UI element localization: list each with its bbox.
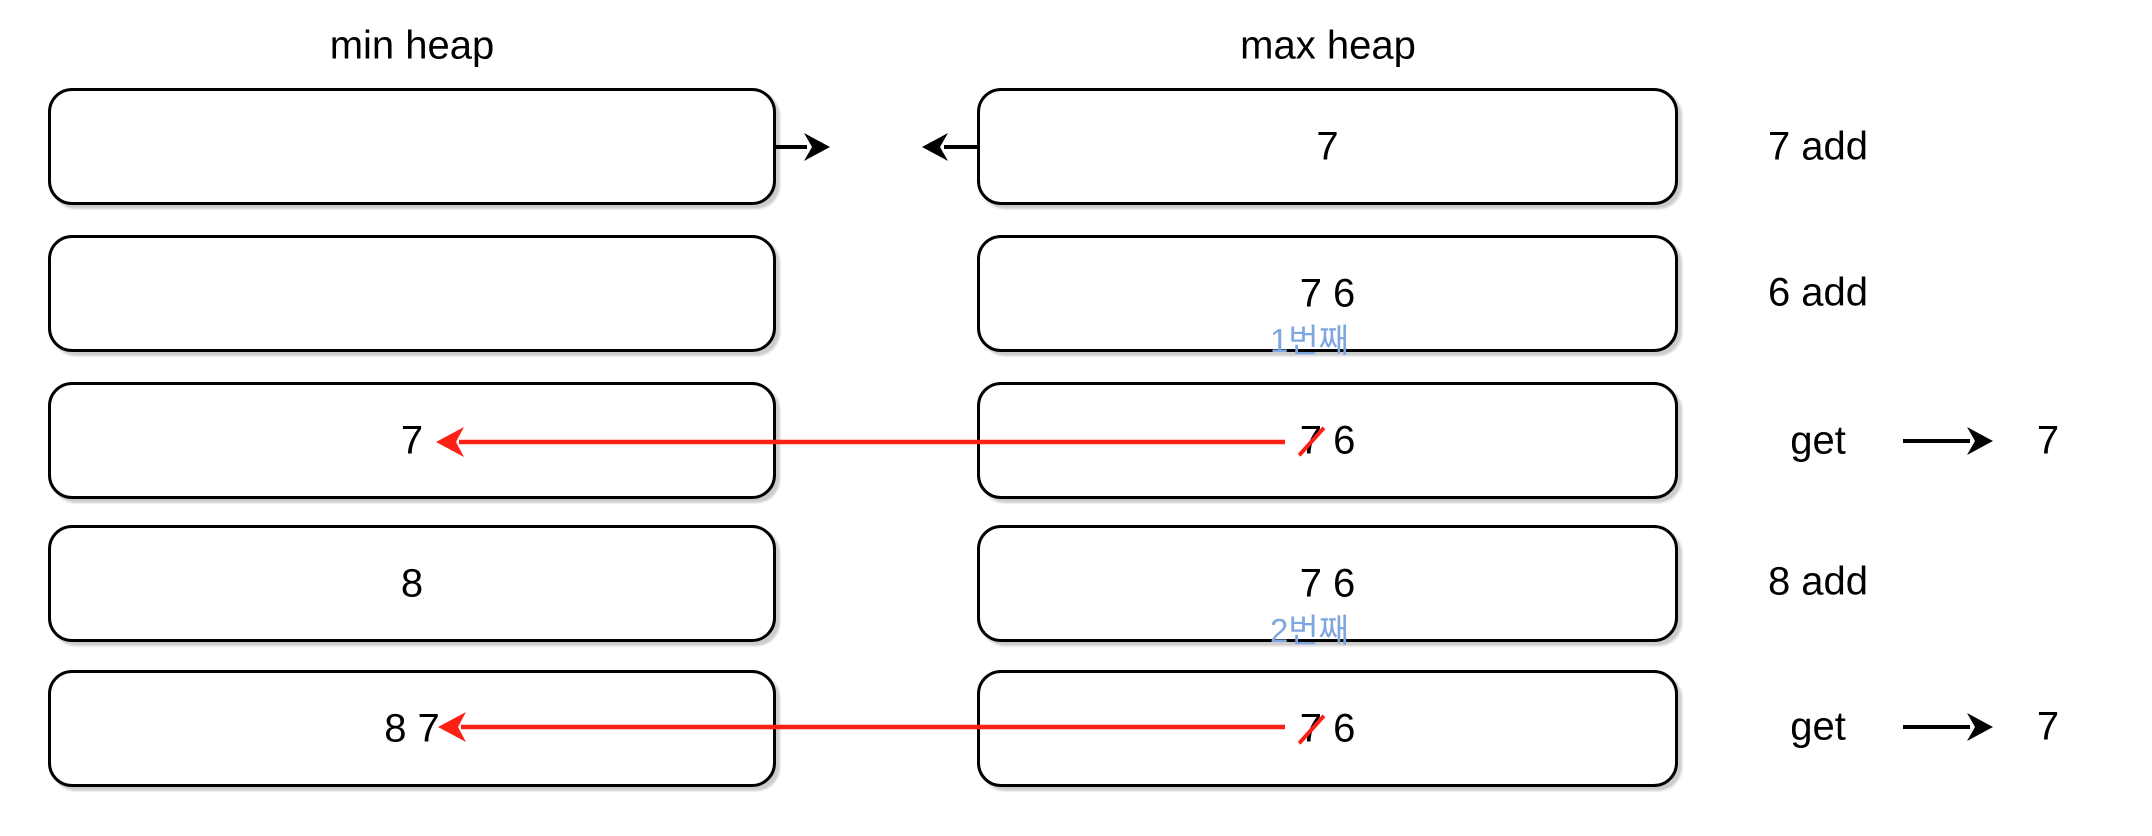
box-value: 8 [400,561,424,605]
max-heap-box-row4: 7 6 2번째 [977,525,1678,649]
exchange-arrow-left-icon [922,133,977,161]
result-arrow-row5 [1903,713,1993,741]
result-value-row3: 7 [2036,418,2060,463]
remaining-value: 6 [1333,418,1356,462]
max-heap-box-row2: 7 6 1번째 [977,235,1678,359]
order-note: 1번째 [1269,321,1350,359]
box-value: 8 7 [384,706,440,750]
min-heap-box-row5: 8 7 [48,670,776,787]
box-value: 7 6 [980,706,1675,751]
op-label-row5: get [1790,704,1846,749]
max-heap-box-row3: 7 6 [977,382,1678,499]
min-heap-box-row1 [48,88,776,205]
exchange-arrow-right-icon [776,133,830,161]
box-value: 7 6 [1299,561,1356,605]
result-arrow-row3 [1903,427,1993,455]
min-heap-title: min heap [329,23,495,68]
op-label-row4: 8 add [1767,559,1869,604]
op-label-row2: 6 add [1767,270,1869,315]
box-value: 7 [400,418,424,462]
op-label-row3: get [1790,418,1846,463]
removed-value: 7 [1299,418,1322,462]
op-label-row1: 7 add [1767,124,1869,169]
max-heap-title: max heap [1240,23,1416,68]
min-heap-box-row4: 8 [48,525,776,642]
box-value: 7 [1316,124,1339,168]
box-value: 7 6 [980,418,1675,463]
removed-value: 7 [1299,706,1322,750]
box-value: 7 6 [1299,271,1356,315]
order-note: 2번째 [1269,611,1350,649]
max-heap-box-row5: 7 6 [977,670,1678,787]
remaining-value: 6 [1333,706,1356,750]
result-value-row5: 7 [2036,704,2060,749]
max-heap-box-row1: 7 [977,88,1678,205]
min-heap-box-row2 [48,235,776,352]
min-heap-box-row3: 7 [48,382,776,499]
